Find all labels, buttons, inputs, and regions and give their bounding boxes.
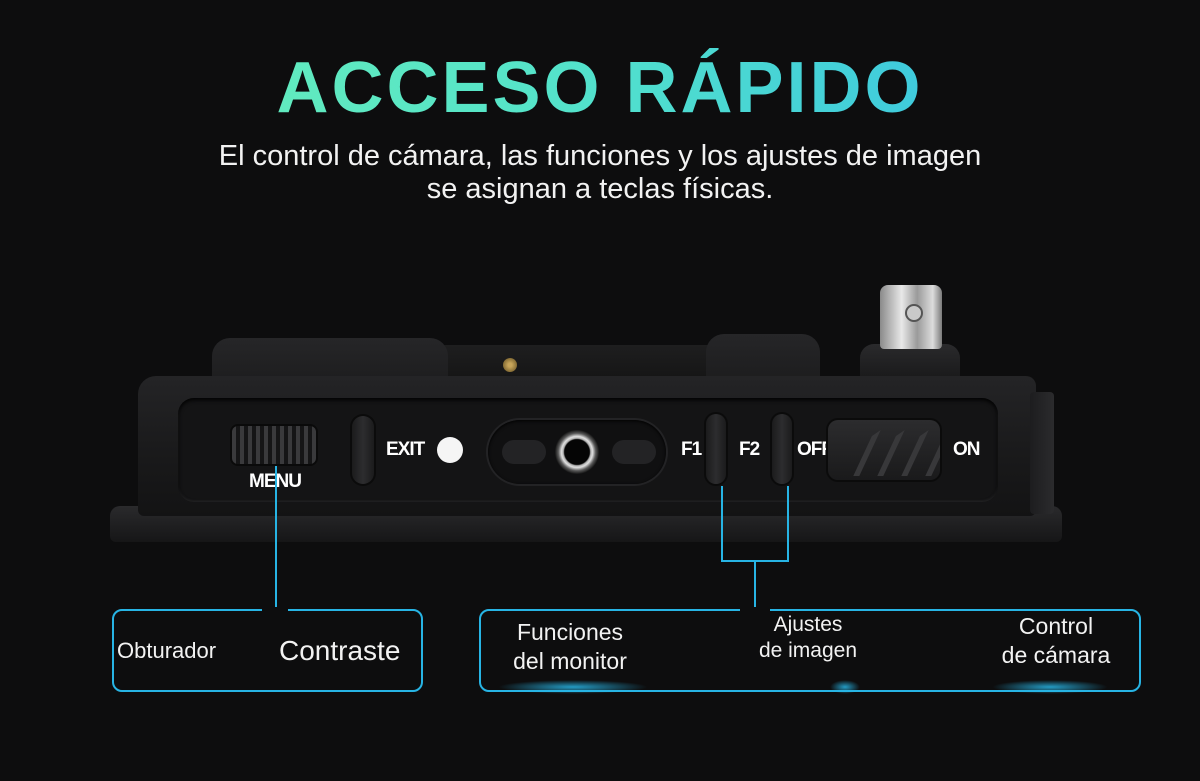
box-gap — [740, 607, 770, 612]
bnc-pin — [905, 304, 923, 322]
f1-label: F1 — [681, 439, 702, 460]
image-settings-line-1: Ajustes — [773, 613, 843, 636]
f-keys-callout-line — [754, 560, 756, 610]
menu-dial[interactable] — [232, 426, 316, 464]
f2-callout-line — [787, 486, 789, 562]
shutter-label: Obturador — [117, 638, 217, 663]
exit-indicator-dot — [437, 437, 463, 463]
glow-accent — [830, 680, 860, 694]
camera-control-line-1: Control — [1018, 613, 1094, 639]
glow-accent — [992, 680, 1108, 694]
quarter-inch-screw-socket — [555, 430, 599, 474]
device-right-edge — [1030, 392, 1054, 514]
monitor-functions-line-1: Funciones — [516, 619, 624, 645]
subtitle-line-2: se asignan a teclas físicas. — [426, 173, 774, 205]
box-gap — [262, 607, 288, 612]
camera-control-label: Control de cámara — [985, 612, 1127, 670]
mount-screw — [503, 358, 517, 372]
monitor-functions-label: Funciones del monitor — [492, 618, 648, 676]
exit-label: EXIT — [386, 439, 425, 460]
off-label: OFF — [797, 439, 833, 460]
menu-callout-line — [275, 466, 277, 612]
function-keys-callout-box — [479, 609, 1141, 692]
glow-accent — [498, 680, 648, 694]
contrast-label: Contraste — [279, 635, 401, 666]
f1-callout-line — [721, 486, 723, 562]
image-settings-line-2: de imagen — [758, 639, 858, 662]
camera-control-line-2: de cámara — [1001, 642, 1111, 668]
power-switch[interactable] — [828, 420, 940, 480]
mount-slot-left — [502, 440, 546, 464]
mount-slot-right — [612, 440, 656, 464]
on-label: ON — [953, 439, 980, 460]
page-subtitle: El control de cámara, las funciones y lo… — [0, 140, 1200, 206]
f1-key[interactable] — [706, 414, 726, 484]
page-title: ACCESO RÁPIDO — [0, 46, 1200, 130]
f2-key[interactable] — [772, 414, 792, 484]
exit-key[interactable] — [352, 416, 374, 484]
subtitle-line-1: El control de cámara, las funciones y lo… — [218, 140, 982, 172]
image-settings-label: Ajustes de imagen — [740, 612, 876, 664]
monitor-functions-line-2: del monitor — [513, 648, 627, 674]
f2-label: F2 — [739, 439, 760, 460]
